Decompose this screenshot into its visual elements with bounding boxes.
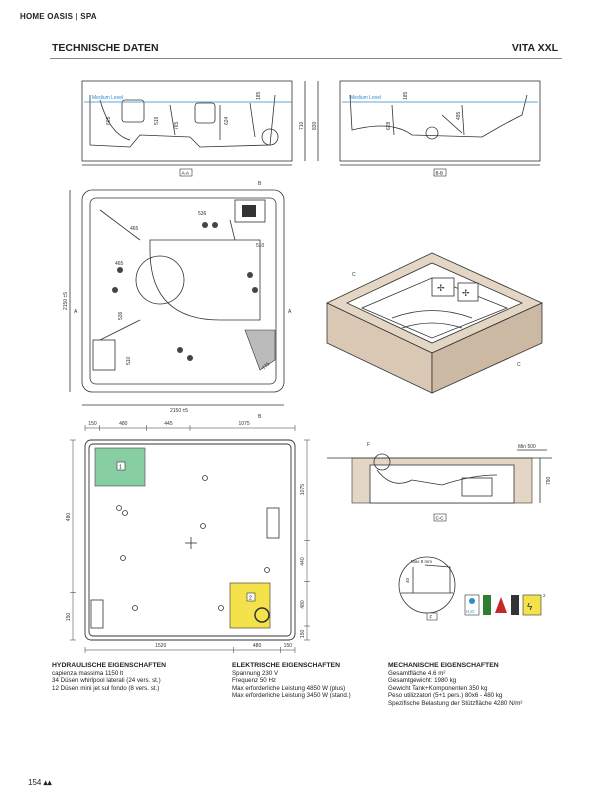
svg-text:A: A: [288, 309, 292, 315]
right-dimension: 480: [300, 600, 306, 609]
svg-text:2150 ±5: 2150 ±5: [170, 408, 188, 414]
hydraulic-line: capienza massima 1150 lt: [52, 669, 124, 677]
detail-max: Max 8 mm: [411, 559, 432, 564]
svg-text:C: C: [517, 362, 521, 368]
page-number: 154 ▴▴: [28, 778, 52, 787]
mechanical-line: Spezifische Belastung der Stützfläche 42…: [388, 699, 523, 707]
top-dimension: 480: [119, 421, 128, 427]
electric-line: Frequenz 50 Hz: [232, 677, 277, 685]
detail-f-drawing: Max 8 mm 40 F H₂O ϟ 2: [398, 556, 546, 621]
svg-text:✢: ✢: [437, 283, 445, 293]
svg-text:510: 510: [126, 356, 132, 365]
section-aa-label: A-A: [182, 171, 190, 176]
utility-icons: H₂O ϟ 2: [464, 593, 546, 616]
svg-text:2: 2: [543, 593, 546, 598]
svg-text:536: 536: [198, 211, 207, 217]
electric-line: Spannung 230 V: [232, 669, 279, 677]
electric-line: Max erforderliche Leistung 3450 W (stand…: [232, 692, 351, 700]
hydraulic-line: 34 Düsen whirlpool laterali (24 vers. st…: [52, 677, 161, 685]
mechanical-line: Gesamtfläche 4.6 m²: [388, 669, 446, 677]
right-dimension: 1075: [300, 484, 306, 495]
svg-text:✢: ✢: [462, 288, 470, 298]
svg-text:B: B: [258, 414, 262, 420]
bottom-dimension: 1520: [155, 643, 166, 649]
svg-text:536: 536: [118, 311, 124, 320]
bottom-dimension: 150: [284, 643, 293, 649]
svg-text:710: 710: [299, 121, 305, 130]
svg-text:185: 185: [403, 91, 409, 100]
svg-text:775: 775: [261, 361, 271, 371]
detail-f-marker: F: [367, 442, 370, 448]
mechanical-line: Gesamtgewicht: 1980 kg: [388, 677, 457, 685]
svg-text:665: 665: [106, 116, 112, 125]
svg-text:B: B: [258, 181, 262, 187]
water-icon-label: H₂O: [466, 609, 475, 614]
hydraulic-line: 12 Düsen mini jet sul fondo (8 vers. st.…: [52, 684, 160, 692]
section-aa-drawing: Medium Level 665 519 765 624 185 710 830…: [81, 80, 319, 177]
min-clearance: Min 500: [518, 444, 536, 450]
right-dimension: 440: [300, 557, 306, 566]
svg-text:2150 ±5: 2150 ±5: [63, 292, 69, 310]
medium-level-bb: Medium Level: [350, 95, 381, 101]
svg-text:830: 830: [312, 121, 318, 130]
hydraulic-title: HYDRAULISCHE EIGENSCHAFTEN: [52, 662, 167, 669]
brand-name: HOME OASIS: [20, 12, 74, 21]
svg-text:A: A: [74, 309, 78, 315]
zone-water-label: 1: [119, 465, 122, 471]
brand: HOME OASIS | SPA: [20, 12, 97, 21]
title-rule: [50, 58, 562, 59]
medium-level-aa: Medium Level: [92, 95, 123, 101]
electric-title: ELEKTRISCHE EIGENSCHAFTEN: [232, 662, 341, 669]
svg-text:510: 510: [256, 243, 265, 249]
mechanical-line: Gewicht Tank+Komponenten 350 kg: [388, 684, 488, 692]
isometric-view-drawing: ✢ ✢ C C: [326, 252, 543, 394]
zone-power-label: 2: [249, 596, 252, 602]
svg-text:40: 40: [405, 577, 410, 583]
section-bb-drawing: Medium Level 185 628 495 B-B: [339, 80, 541, 177]
svg-text:495: 495: [456, 111, 462, 120]
section-cc-label: C-C: [436, 516, 445, 521]
foundation-plan-drawing: 1 2 150 480 445 1075 1520 480 150 480 150 1075 440…: [66, 421, 310, 653]
top-dimension: 1075: [239, 421, 250, 427]
section-bb-label: B-B: [436, 171, 444, 176]
detail-f-label: F: [430, 615, 433, 620]
svg-text:628: 628: [386, 121, 392, 130]
model-name: VITA XXL: [511, 42, 558, 54]
svg-text:C: C: [352, 272, 356, 278]
svg-text:624: 624: [224, 116, 230, 125]
svg-text:519: 519: [154, 116, 160, 125]
mechanical-line: Peso utilizzatori (5+1 pers.) 80x6 - 480…: [388, 692, 503, 700]
plug-icon: ϟ: [527, 602, 533, 613]
svg-text:765: 765: [174, 121, 180, 130]
plan-view-drawing: 465 536 465 510 536 510 2150 ±5 2150 ±5 …: [63, 181, 292, 420]
mechanical-specs: MECHANISCHE EIGENSCHAFTEN Gesamtfläche 4…: [388, 662, 568, 708]
top-dimension: 445: [164, 421, 173, 427]
electric-specs: ELEKTRISCHE EIGENSCHAFTEN Spannung 230 V…: [232, 662, 382, 700]
svg-text:790: 790: [546, 476, 552, 485]
page-title: TECHNISCHE DATEN: [52, 42, 159, 54]
top-dimension: 150: [88, 421, 97, 427]
hydraulic-specs: HYDRAULISCHE EIGENSCHAFTEN capienza mass…: [52, 662, 222, 692]
left-dimension: 150: [66, 613, 72, 622]
svg-text:465: 465: [130, 226, 139, 232]
electric-line: Max erforderliche Leistung 4850 W (plus): [232, 684, 346, 692]
logo-icon: ▴▴: [43, 778, 52, 787]
brand-sub: SPA: [80, 12, 97, 21]
left-dimension: 480: [66, 513, 72, 522]
svg-text:185: 185: [256, 91, 262, 100]
svg-text:465: 465: [115, 261, 124, 267]
mechanical-title: MECHANISCHE EIGENSCHAFTEN: [388, 662, 499, 669]
section-cc-drawing: F Min 500 790 C-C: [327, 442, 552, 522]
right-dimension: 150: [300, 629, 306, 638]
bottom-dimension: 480: [253, 643, 262, 649]
